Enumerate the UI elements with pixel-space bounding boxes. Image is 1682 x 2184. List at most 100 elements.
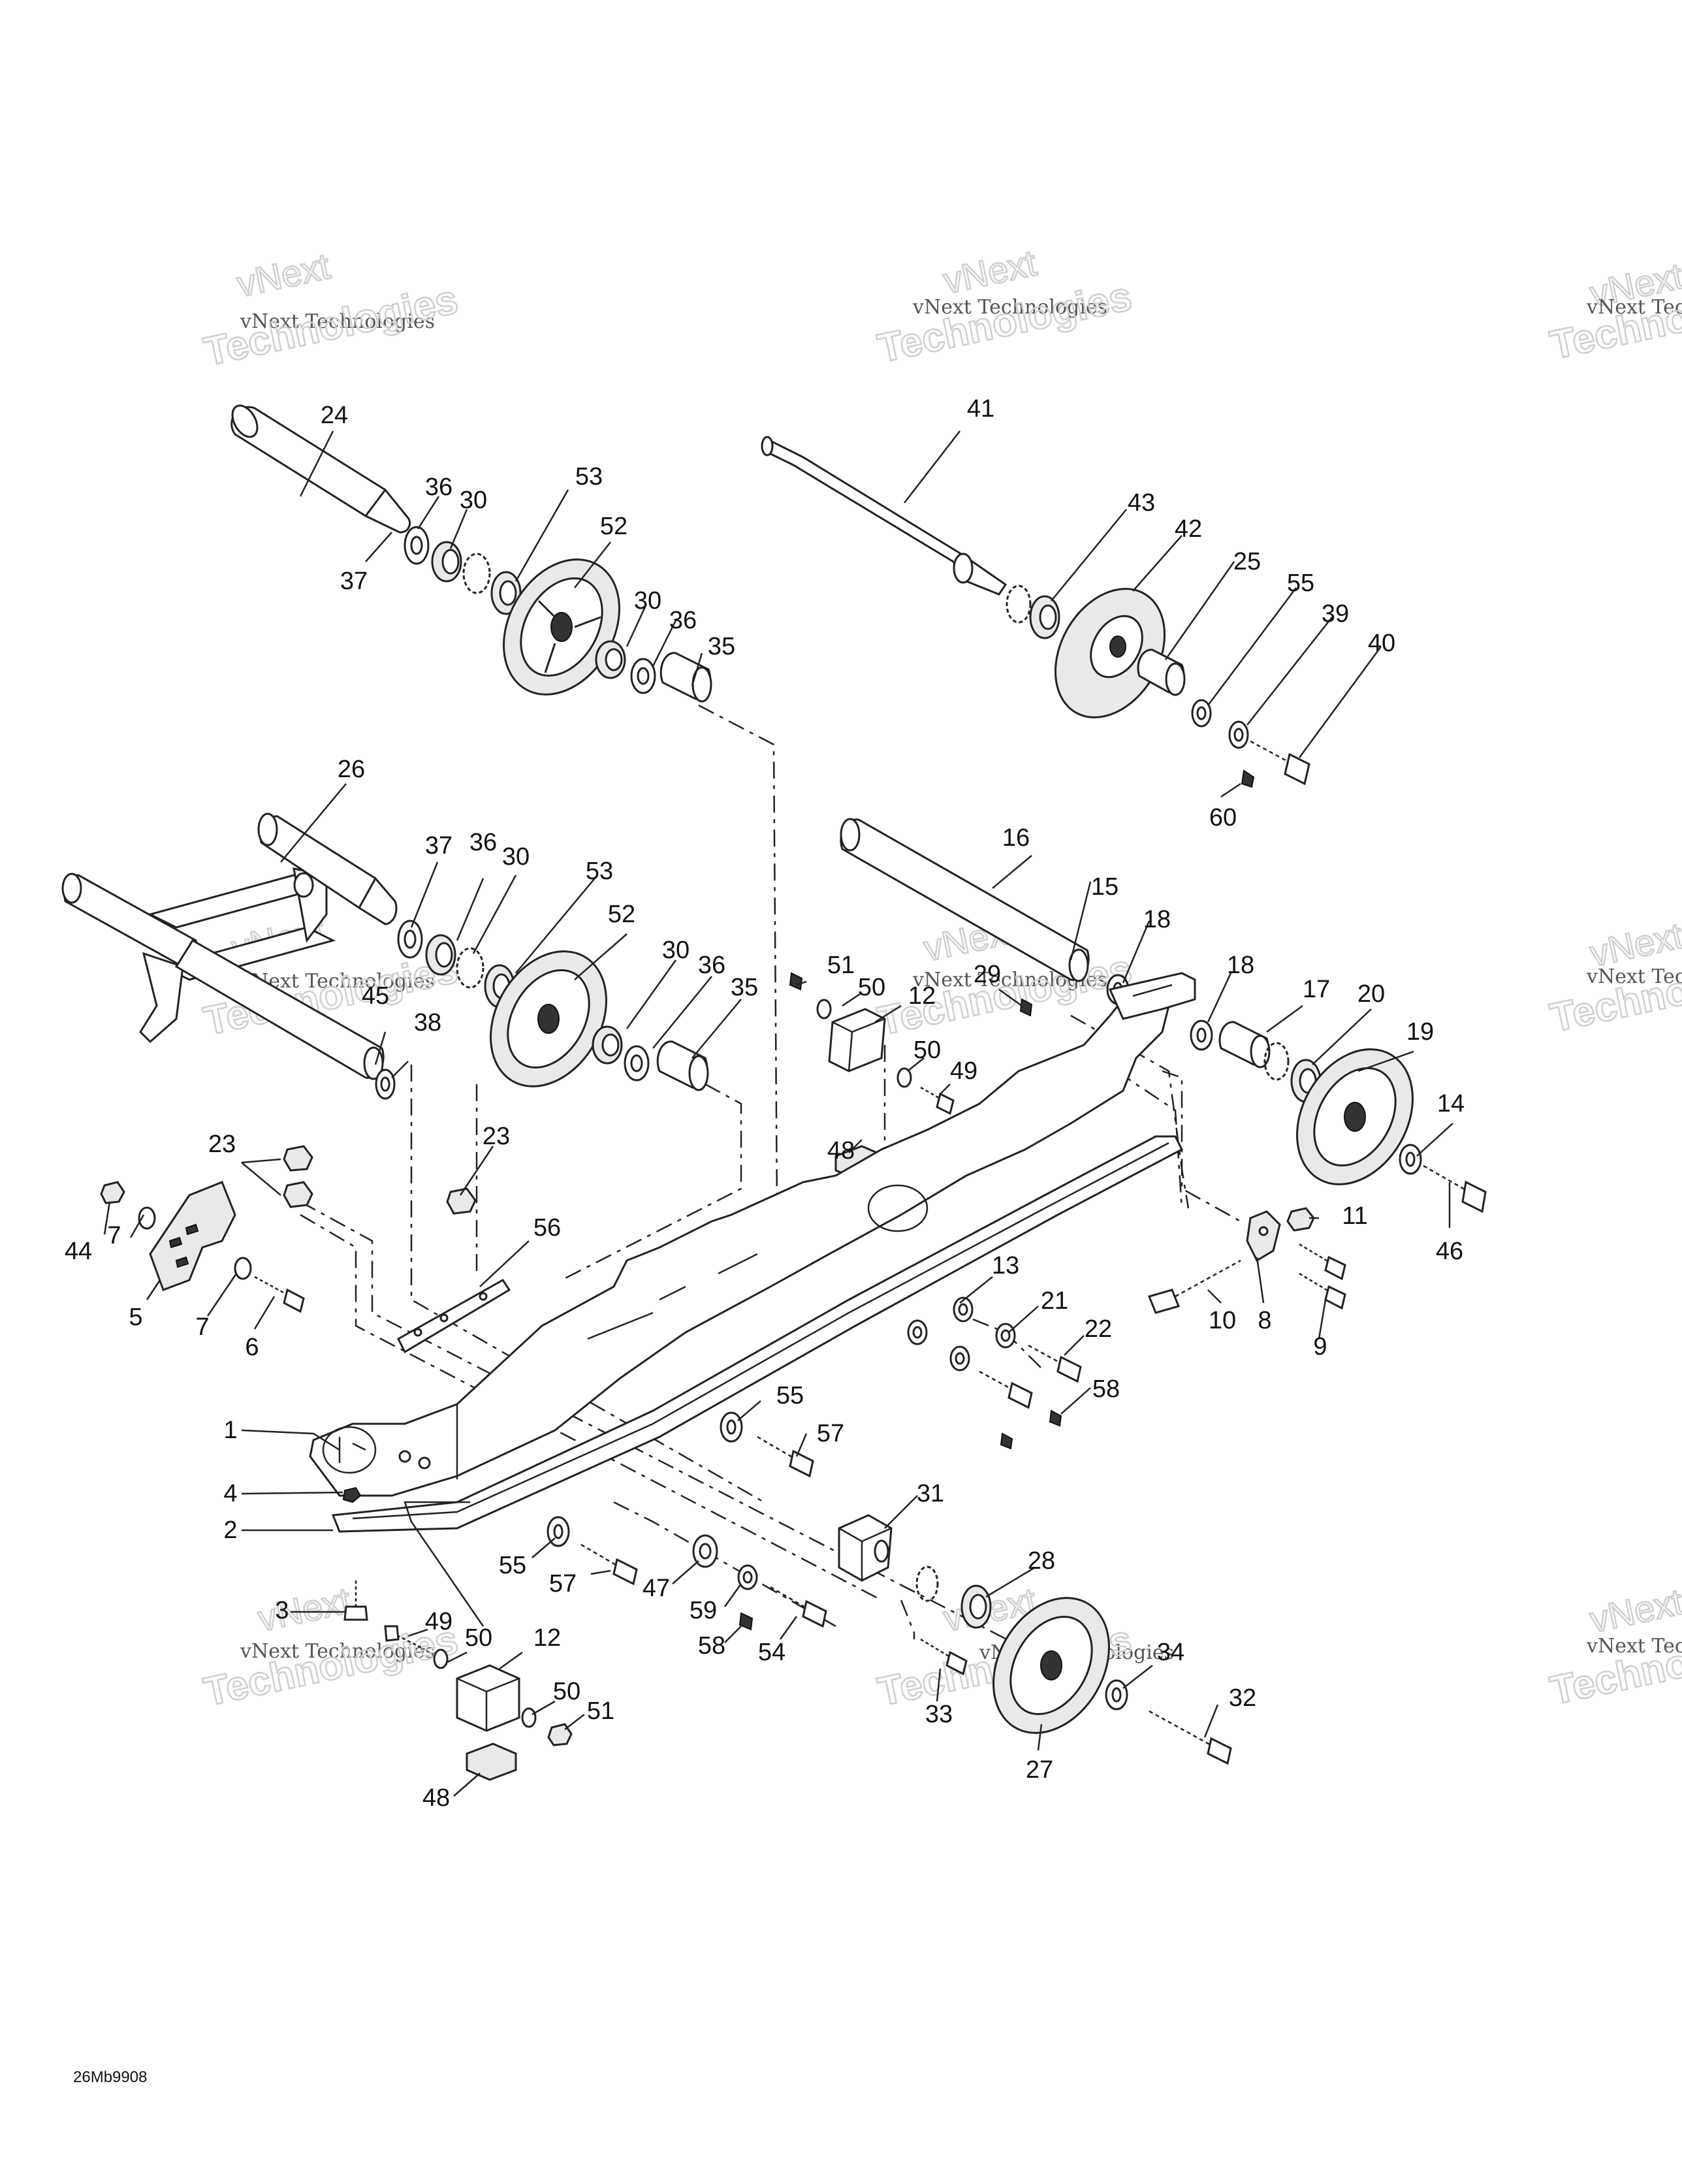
watermark-text: vNext Technologies [240,310,435,333]
washer-38 [375,1068,396,1100]
callout-38: 38 [414,1009,441,1036]
washer-55-top [1191,699,1212,728]
callout-4: 4 [223,1480,237,1507]
callout-23b: 23 [483,1123,510,1150]
bolt-33 [920,1638,968,1676]
callout-46: 46 [1436,1238,1463,1265]
nut-60 [1241,769,1255,788]
watermark-text: vNext Technologies [912,296,1107,319]
callout-20: 20 [1357,980,1385,1008]
washer-36-mid-b [624,1045,650,1082]
washer-37-mid [397,920,423,959]
bolt-46 [1423,1164,1487,1213]
watermark-vnext: vNext [254,1579,355,1639]
callout-18: 18 [1143,906,1171,933]
shaft-41 [761,436,1008,596]
callout-labels: 24 41 36 30 53 37 52 43 42 25 55 39 40 3… [65,395,1465,1812]
watermark-vnext: vNext [233,245,334,304]
washer-7-right [234,1257,252,1280]
callout-6: 6 [245,1334,259,1361]
callout-44: 44 [65,1238,92,1265]
washer-55-mid [720,1411,743,1443]
wheel-19 [1296,1048,1414,1185]
wheel-52-mid [490,950,607,1087]
callout-26: 26 [338,756,365,783]
callout-30: 30 [460,487,487,514]
block-12-low [456,1664,520,1732]
circlip-top [462,553,491,594]
washer-50-upper-b [897,1067,912,1088]
bearing-43 [1029,595,1060,639]
washer-50-low-b [521,1707,537,1728]
shaft-24 [230,404,411,534]
callout-48: 48 [827,1137,855,1164]
callout-41: 41 [967,395,994,423]
watermark-text: vNext Technologies [1586,296,1682,319]
bushing-30-mid [425,934,456,976]
washer-47 [692,1534,718,1568]
callout-51b: 51 [587,1697,614,1725]
callout-50c: 50 [465,1624,492,1652]
callout-37: 37 [340,568,368,595]
callout-45: 45 [362,982,389,1010]
callout-8: 8 [1258,1307,1271,1334]
washer-59 [737,1564,758,1590]
washer-50-upper [816,999,832,1020]
bushing-30-mid-b [592,1025,623,1065]
washer-50-low [433,1648,449,1669]
callout-49: 49 [950,1057,977,1085]
callout-48b: 48 [422,1784,450,1812]
circlip-43 [1006,585,1032,624]
callout-15: 15 [1091,873,1119,901]
watermark-vnext: vNext [940,242,1040,301]
callout-13: 13 [992,1252,1019,1279]
plate-56 [397,1279,511,1354]
callout-19: 19 [1406,1018,1434,1046]
callout-31: 31 [917,1480,944,1507]
callout-30d: 30 [662,937,690,964]
bearing-53-top [490,571,522,615]
spacer-35-mid [656,1040,709,1091]
spacer-35-top [659,652,712,703]
callout-35: 35 [708,633,735,660]
callout-47: 47 [643,1575,670,1602]
nut-23-c [446,1187,477,1215]
spacer-25 [1137,649,1186,696]
nut-58-a [1000,1432,1013,1450]
watermark-text: vNext Technologies [1586,965,1682,988]
callout-1: 1 [223,1417,237,1444]
circlip-20 [1263,1042,1290,1081]
alignment-lines [300,704,1241,1660]
callout-21: 21 [1041,1287,1068,1315]
circlip-mid [456,947,484,989]
callout-49b: 49 [425,1608,452,1635]
spacer-17 [1218,1021,1271,1068]
watermark-right-edge: vNext vNext Technologies Technologies vN… [1546,254,1682,1714]
slider-48-low [466,1742,517,1781]
callout-7: 7 [107,1222,121,1249]
nut-58-b [1049,1409,1062,1427]
callout-11: 11 [1342,1202,1367,1230]
washer-18-right [1190,1020,1213,1051]
callout-51: 51 [827,952,855,979]
callout-14: 14 [1437,1090,1465,1117]
callout-53: 53 [575,463,603,490]
bushing-30-top-b [595,640,626,679]
callout-37b: 37 [425,832,452,859]
washer-34 [1105,1679,1128,1710]
block-12-upper [828,1008,886,1072]
bolt-57-mid [757,1436,814,1478]
callout-33: 33 [925,1701,953,1728]
washer-13-b [953,1296,974,1323]
callout-16: 16 [1002,824,1030,852]
callout-36c: 36 [469,829,497,856]
bearing-28 [960,1584,992,1629]
callout-53b: 53 [586,858,613,885]
callout-12b: 12 [533,1624,561,1652]
callout-12: 12 [908,982,936,1010]
bolt-54 [770,1586,827,1628]
callout-28: 28 [1028,1547,1055,1575]
callout-52b: 52 [608,901,635,928]
callout-35b: 35 [731,974,758,1001]
